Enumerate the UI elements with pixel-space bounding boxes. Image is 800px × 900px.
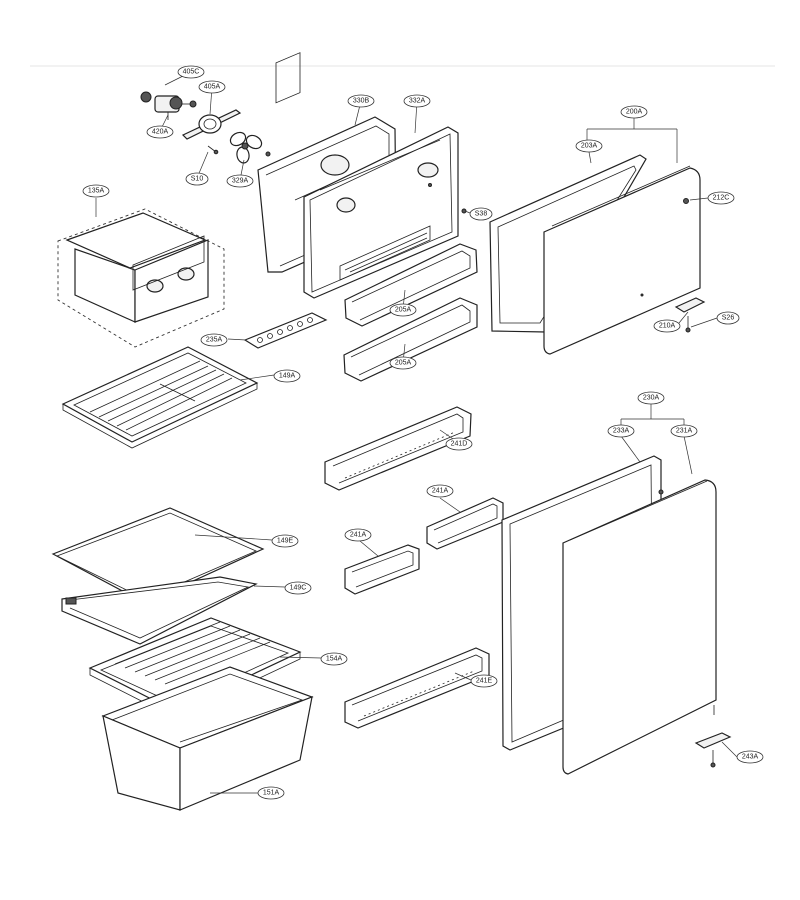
label-200a: 200A <box>620 105 648 119</box>
svg-text:200A: 200A <box>626 109 643 116</box>
label-151a: 151A <box>257 786 285 800</box>
label-332a: 332A <box>403 94 431 108</box>
door-shelf-205a-top <box>344 243 478 327</box>
svg-text:S10: S10 <box>191 176 204 183</box>
svg-text:230A: 230A <box>643 395 660 402</box>
label-330b: 330B <box>347 94 375 108</box>
svg-text:241D: 241D <box>451 441 468 448</box>
evaporator-cover-front <box>303 126 459 299</box>
svg-text:243A: 243A <box>742 754 759 761</box>
label-s10: S10 <box>185 172 209 186</box>
svg-text:S38: S38 <box>475 211 488 218</box>
label-205a-top: 205A <box>389 303 417 317</box>
egg-tray <box>243 312 328 349</box>
label-243a: 243A <box>736 750 764 764</box>
freezer-hinge <box>674 297 706 333</box>
door-bin-241e <box>344 647 490 729</box>
svg-text:154A: 154A <box>326 656 343 663</box>
svg-text:405A: 405A <box>204 84 221 91</box>
svg-text:241A: 241A <box>432 488 449 495</box>
label-233a: 233A <box>607 424 635 438</box>
door-bin-241a-upper <box>426 497 504 550</box>
svg-text:235A: 235A <box>206 337 223 344</box>
door-shelf-205a-bottom <box>343 297 478 382</box>
shelf-frame <box>61 576 258 645</box>
ice-tray-unit <box>57 208 225 348</box>
label-235a: 235A <box>200 333 228 347</box>
fan-blade <box>229 131 271 164</box>
screw-s38 <box>461 208 467 214</box>
svg-text:332A: 332A <box>409 98 426 105</box>
door-bin-241d <box>324 406 472 491</box>
label-203a: 203A <box>575 139 603 153</box>
svg-text:149E: 149E <box>277 538 294 545</box>
label-241a-lower: 241A <box>344 528 372 542</box>
freezer-wire-shelf <box>61 346 259 449</box>
label-241e: 241E <box>470 674 498 688</box>
label-135a: 135A <box>82 184 110 198</box>
crisper-drawer <box>101 666 314 811</box>
label-s38: S38 <box>469 207 493 221</box>
svg-text:135A: 135A <box>88 188 105 195</box>
svg-text:231A: 231A <box>676 428 693 435</box>
label-149a: 149A <box>273 369 301 383</box>
svg-text:329A: 329A <box>232 178 249 185</box>
label-212c: 212C <box>707 191 735 205</box>
label-405a: 405A <box>198 80 226 94</box>
svg-text:205A: 205A <box>395 360 412 367</box>
svg-text:420A: 420A <box>152 129 169 136</box>
svg-text:241A: 241A <box>350 532 367 539</box>
svg-text:241E: 241E <box>476 678 493 685</box>
freezer-door <box>543 165 701 355</box>
svg-text:149A: 149A <box>279 373 296 380</box>
label-205a-bottom: 205A <box>389 356 417 370</box>
fridge-lower-hinge <box>694 732 732 768</box>
door-bin-241a-lower <box>344 544 420 595</box>
svg-text:151A: 151A <box>263 790 280 797</box>
label-329a: 329A <box>226 174 254 188</box>
label-405c: 405C <box>177 65 205 79</box>
svg-text:233A: 233A <box>613 428 630 435</box>
glass-shelf <box>51 507 265 604</box>
svg-text:S26: S26 <box>722 315 735 322</box>
label-241a-upper: 241A <box>426 484 454 498</box>
label-230a: 230A <box>637 391 665 405</box>
svg-text:330B: 330B <box>353 98 370 105</box>
label-154a: 154A <box>320 652 348 666</box>
svg-text:203A: 203A <box>581 143 598 150</box>
label-241d: 241D <box>445 437 473 451</box>
label-149e: 149E <box>271 534 299 548</box>
label-s26: S26 <box>716 311 740 325</box>
svg-text:212C: 212C <box>713 195 730 202</box>
svg-text:149C: 149C <box>290 585 307 592</box>
svg-text:405C: 405C <box>183 69 200 76</box>
label-231a: 231A <box>670 424 698 438</box>
fan-motor-assembly <box>140 91 271 164</box>
svg-text:210A: 210A <box>659 323 676 330</box>
label-149c: 149C <box>284 581 312 595</box>
svg-text:205A: 205A <box>395 307 412 314</box>
fridge-door <box>562 479 717 775</box>
label-420a: 420A <box>146 125 174 139</box>
label-210a: 210A <box>653 319 681 333</box>
